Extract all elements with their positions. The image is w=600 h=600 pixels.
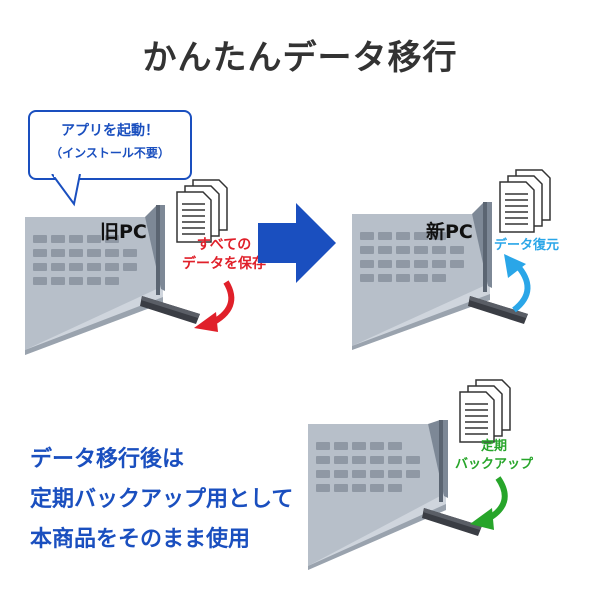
right-arrow-icon [258, 203, 336, 283]
old-pc-label: 旧PC [100, 221, 147, 243]
restore-curved-arrow-icon [504, 254, 531, 313]
backup-curved-arrow-icon [470, 476, 508, 530]
backup-usb-drive-icon [422, 508, 482, 536]
save-all-data-label: すべての データを保存 [178, 236, 270, 274]
backup-laptop-icon [308, 420, 448, 570]
note-line-3: 本商品をそのまま使用 [30, 527, 251, 552]
bubble-line-2: （インストール不要） [50, 146, 170, 160]
new-pc-label: 新PC [426, 221, 473, 243]
page-title: かんたんデータ移行 [142, 38, 458, 78]
bubble-line-1: アプリを起動！ [61, 123, 159, 139]
document-stack-icon [499, 169, 551, 233]
bubble-text: アプリを起動！ （インストール不要） [28, 120, 192, 164]
save-line-1: すべての [196, 237, 252, 253]
backup-line-1: 定期 [480, 439, 507, 454]
save-curved-arrow-icon [194, 280, 235, 332]
speech-bubble-tail [51, 174, 81, 207]
document-stack-icon [459, 379, 511, 443]
backup-line-2: バックアップ [454, 457, 533, 472]
note-line-2: 定期バックアップ用として [30, 487, 294, 512]
old-pc-laptop-icon [25, 205, 165, 355]
new-pc-laptop-icon [352, 202, 492, 350]
data-restore-label: データ復元 [494, 238, 560, 253]
save-line-2: データを保存 [182, 256, 266, 272]
document-stack-icon [176, 179, 228, 243]
new-pc-usb-drive-icon [468, 296, 528, 324]
old-pc-usb-drive-icon [140, 296, 200, 324]
periodic-backup-label: 定期 バックアップ [444, 438, 544, 474]
usage-note: データ移行後は 定期バックアップ用として 本商品をそのまま使用 [30, 440, 293, 560]
speech-bubble [28, 110, 192, 180]
note-line-1: データ移行後は [30, 447, 185, 472]
